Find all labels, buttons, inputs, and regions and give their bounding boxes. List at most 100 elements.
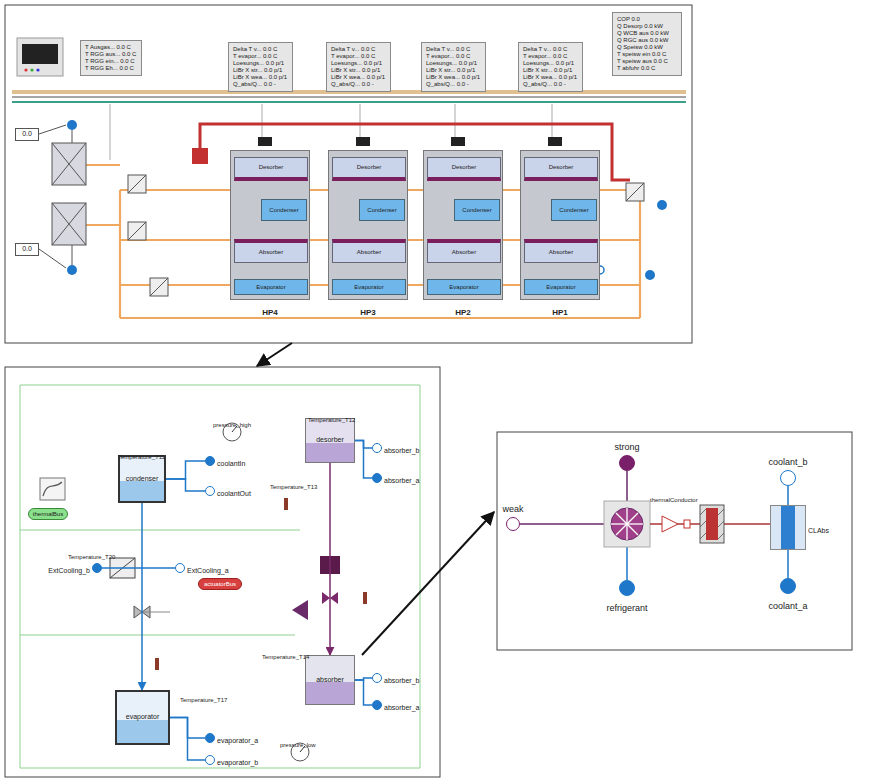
solution-port: weak [506, 517, 520, 531]
node-label: T evapor... 0.0 C [523, 53, 567, 60]
coolant-port: coolant_a [780, 578, 796, 594]
fluid-port: absorber_b [372, 673, 382, 683]
label-anchor: CLAbs [808, 519, 829, 537]
node-label: T speisw ein 0.0 C [617, 51, 666, 58]
fluid-port: absorber_a [372, 700, 382, 710]
connector [170, 718, 205, 761]
condenser-block: Condenser [359, 199, 405, 221]
node-label: Q Speisw 0.0 kW [617, 44, 663, 51]
node-label: Desorber [452, 164, 477, 171]
node-label: Evaporator [256, 284, 285, 291]
label-anchor: HP2 [455, 301, 471, 319]
node-label: weak [502, 504, 523, 514]
label-anchor: HP4 [262, 301, 278, 319]
node-label: LiBr X wea... 0.0 p/1 [331, 74, 385, 81]
node-label: Evaporator [546, 284, 575, 291]
absorber-component: absorber [305, 655, 355, 705]
label-anchor: Temperature_T13 [270, 475, 317, 493]
node-label: T RGG Eh... 0.0 C [85, 65, 134, 72]
node-label: Q RGC aus 0.0 kW [617, 37, 668, 44]
node-label: 0.0 [22, 245, 32, 253]
label-anchor: ExtCooling_a [187, 559, 229, 577]
evaporator-block: Evaporator [427, 279, 501, 295]
fluid-port: coolantOut [205, 486, 215, 496]
fluid-port: evaporator_a [205, 733, 215, 743]
fluid-port: coolantIn [205, 456, 215, 466]
node-label: Loesungs... 0.0 p/1 [523, 60, 574, 67]
condenser-block: Condenser [454, 199, 500, 221]
node-label: T evapor... 0.0 C [331, 53, 375, 60]
node-label: Evaporator [354, 284, 383, 291]
hp-status-display: Delta T v... 0.0 CT evapor... 0.0 CLoesu… [228, 42, 293, 92]
result-display: COP 0.0Q Desorp 0.0 kWQ WCB aus 0.0 kWQ … [612, 12, 682, 76]
node-label: Q_abs/Q... 0.0 - [233, 81, 276, 88]
node-label: LiBr X str... 0.0 p/1 [233, 67, 282, 74]
evaporator-component: evaporator [115, 690, 170, 745]
label-anchor: coolantOut [217, 482, 251, 500]
status-display: T Ausgas... 0.0 CT RGG aus... 0.0 CT RGG… [80, 40, 142, 76]
label-anchor: coolant_a [768, 595, 807, 613]
label-anchor: absorber_b [384, 439, 419, 457]
node-label: Condenser [269, 207, 298, 214]
label-anchor: pressure_low [280, 733, 316, 751]
evaporator-block: Evaporator [332, 279, 406, 295]
label-anchor: Temperature_T17 [180, 688, 227, 706]
heat-pump-module: HP1DesorberCondenserAbsorberEvaporator [520, 150, 600, 300]
label-anchor: coolant_b [768, 451, 807, 469]
label-anchor: HP1 [552, 301, 568, 319]
node-label: evaporator [126, 713, 159, 721]
label-anchor: Temperature_T14 [262, 645, 309, 663]
fluid-port: absorber_a [372, 473, 382, 483]
solution-port: strong [619, 455, 635, 471]
component-label: Temperature_T11 [118, 454, 165, 460]
node-label: Absorber [452, 249, 476, 256]
label-anchor: weak [502, 498, 523, 516]
node-label: Q_abs/Q... 0.0 - [523, 81, 566, 88]
label-anchor: absorber_b [384, 669, 419, 687]
component-label: Temperature_T20 [68, 554, 115, 560]
node-label: Delta T v... 0.0 C [426, 46, 470, 53]
label-anchor: HP3 [360, 301, 376, 319]
label-anchor: Temperature_T11 [118, 445, 165, 463]
label-anchor: refrigerant [606, 597, 647, 615]
node-label: evaporator_b [217, 759, 258, 766]
connector [787, 550, 789, 578]
desorber-block: Desorber [332, 157, 406, 181]
node-label: Q WCB aus 0.0 kW [617, 30, 669, 37]
component-label: Temperature_T14 [262, 654, 309, 660]
node-label: HP2 [455, 308, 471, 317]
node-label: CLAbs [808, 527, 829, 534]
component-label: Temperature_T17 [180, 697, 227, 703]
label-anchor: ExtCooling_b [48, 559, 90, 577]
fluid-port: ExtCooling_a [175, 563, 185, 573]
desorber-block: Desorber [234, 157, 308, 181]
label-anchor: thermalConductor [650, 488, 698, 506]
node-label: refrigerant [606, 603, 647, 613]
component-label: thermalConductor [650, 497, 698, 503]
node-label: LiBr X str... 0.0 p/1 [426, 67, 475, 74]
component-label: Temperature_T12 [308, 417, 355, 423]
node-label: Q Desorp 0.0 kW [617, 23, 663, 30]
node-label: Delta T v... 0.0 C [523, 46, 567, 53]
node-label: Absorber [259, 249, 283, 256]
label-anchor: Temperature_T20 [68, 545, 115, 563]
evaporator-block: Evaporator [524, 279, 598, 295]
hp-status-display: Delta T v... 0.0 CT evapor... 0.0 CLoesu… [518, 42, 583, 92]
component-label: Temperature_T13 [270, 484, 317, 490]
node-label: T evapor... 0.0 C [233, 53, 277, 60]
label-anchor: evaporator_b [217, 751, 258, 769]
node-label: Absorber [549, 249, 573, 256]
desorber-component: desorber [305, 418, 355, 463]
desorber-block: Desorber [427, 157, 501, 181]
coolant-port: coolant_b [780, 470, 796, 486]
connector [329, 463, 331, 655]
refrigerant-port: refrigerant [619, 580, 635, 596]
desorber-block: Desorber [524, 157, 598, 181]
connector [166, 461, 205, 479]
absorber-block: Absorber [427, 239, 501, 263]
connector [355, 680, 372, 705]
hp-status-display: Delta T v... 0.0 CT evapor... 0.0 CLoesu… [326, 42, 391, 92]
node-label: COP 0.0 [617, 16, 640, 23]
